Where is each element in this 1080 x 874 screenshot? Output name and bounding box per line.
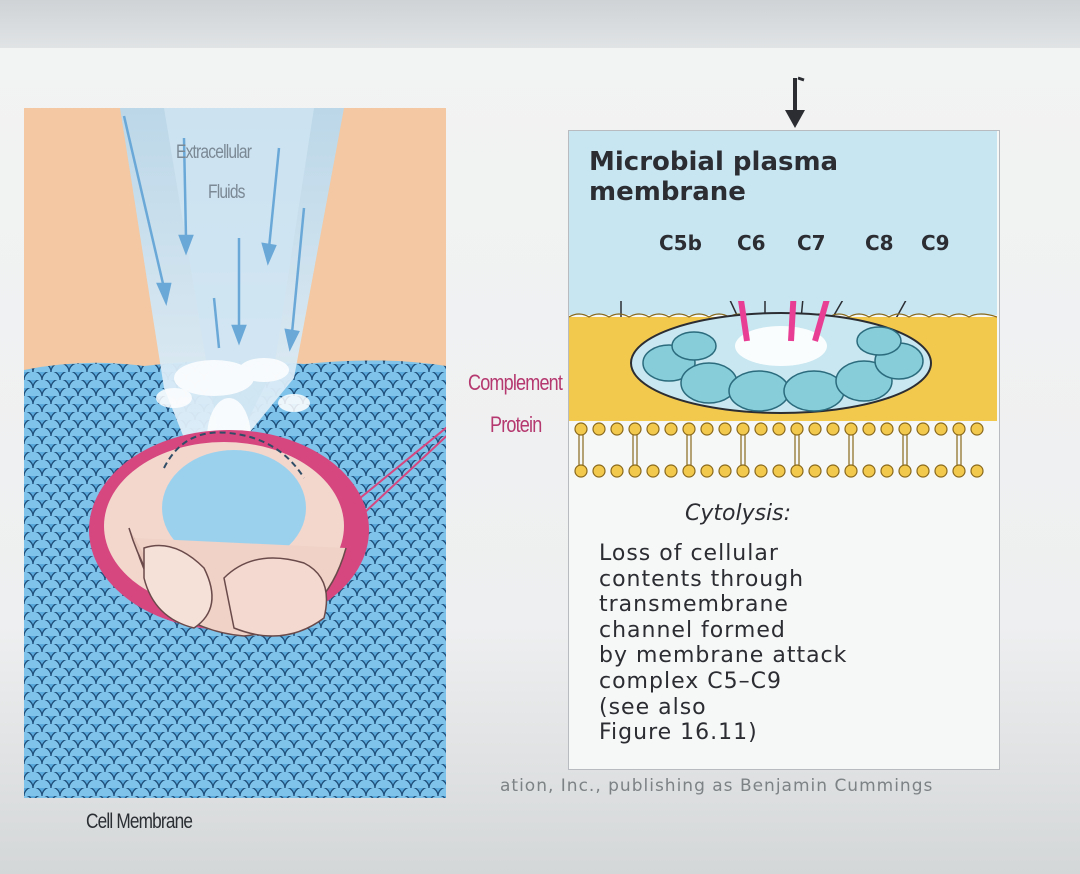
- cytolysis-description: Loss of cellular contents through transm…: [599, 541, 989, 746]
- extracellular-space: [569, 131, 997, 315]
- description-line: transmembrane: [599, 592, 789, 618]
- microbial-membrane-panel: Microbial plasma membrane C5b C6 C7 C8 C…: [568, 130, 1000, 770]
- panel-title: Microbial plasma membrane: [589, 147, 969, 207]
- component-c8: C8: [865, 231, 894, 255]
- component-c9: C9: [921, 231, 950, 255]
- cell-membrane-label: Cell Membrane: [86, 810, 193, 833]
- protein-label: Protein: [490, 412, 542, 437]
- complement-label: Complement: [468, 370, 563, 395]
- down-arrow-icon: [785, 76, 805, 128]
- description-line: (see also: [599, 694, 707, 720]
- copyright-footer: ation, Inc., publishing as Benjamin Cumm…: [500, 776, 934, 796]
- component-c7: C7: [797, 231, 826, 255]
- description-line: contents through: [599, 566, 805, 592]
- component-c6: C6: [737, 231, 766, 255]
- extracellular-label: Extracellular: [176, 142, 252, 163]
- complement-pore-illustration: [24, 108, 446, 798]
- description-line: complex C5–C9: [599, 668, 782, 694]
- lipid-bilayer-pore: [569, 301, 997, 478]
- component-c5b: C5b: [659, 231, 702, 255]
- description-line: Figure 16.11): [599, 720, 758, 746]
- description-line: by membrane attack: [599, 643, 848, 669]
- cytolysis-title: Cytolysis:: [685, 501, 792, 526]
- description-line: Loss of cellular: [599, 541, 779, 566]
- description-line: channel formed: [599, 617, 786, 643]
- panel-title-line1: Microbial plasma: [589, 147, 839, 177]
- panel-title-line2: membrane: [589, 177, 746, 207]
- fluids-label: Fluids: [208, 182, 245, 203]
